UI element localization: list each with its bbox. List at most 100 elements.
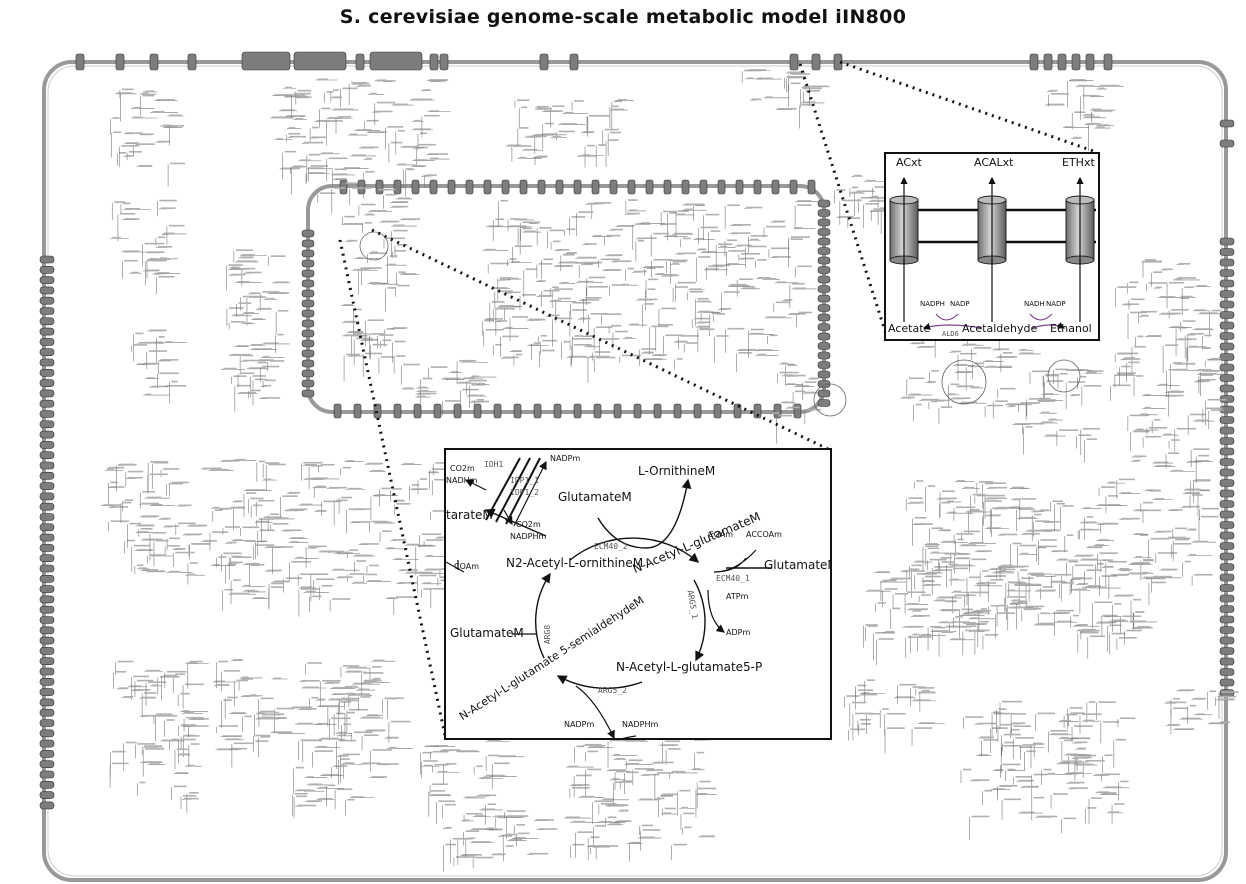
label-acetate: Acetate [888,322,931,335]
transporter-icon [609,179,618,195]
transporter-icon [301,269,315,278]
transporter-icon [653,403,662,419]
transporter-icon [1219,300,1235,309]
transporter-icon [39,410,55,418]
transporter-icon [613,403,622,419]
transporter-icon [115,53,125,71]
transporter-icon [699,179,708,195]
transporter-icon [1219,552,1235,561]
transporter-icon [39,492,55,501]
transporter-icon [1219,290,1235,298]
transporter-icon [1071,53,1081,71]
transporter-icon [1219,258,1235,267]
transporter-icon [1219,119,1235,128]
label-accoam: ACCOAm [746,530,782,539]
transporter-icon [39,585,55,593]
transporter-icon [1043,53,1053,71]
transporter-icon [187,53,197,71]
transporter-icon [39,461,55,470]
transporter-icon [39,327,55,336]
transporter-icon [293,51,347,71]
transporter-icon [1219,626,1235,634]
transporter-icon [817,266,831,274]
transporter-icon [465,179,474,195]
label-coam-right: COAm [708,530,734,539]
transporter-icon [39,523,55,532]
transporter-icon [333,403,342,419]
transporter-icon [817,342,831,350]
transporter-icon [301,299,315,308]
transporter-icon [39,564,55,573]
label-n2-acetyl-ornithine: N2-Acetyl-L-ornithineM [506,556,644,570]
transporter-icon [447,179,456,195]
transporter-icon [483,179,492,195]
transporter-icon [39,286,55,295]
transporter-icon [413,403,422,419]
transporter-icon [513,403,522,419]
label-nadpm-top: NADPm [550,454,581,463]
transporter-icon [39,368,55,377]
label-nadh: NADH [1024,300,1045,308]
label-n-acetyl-glutamate5p: N-Acetyl-L-glutamate5-P [616,660,763,674]
transporter-icon [411,179,420,195]
transporter-icon [1219,248,1235,256]
transporter-icon [1219,426,1235,435]
transporter-icon [773,403,782,419]
transporter-icon [39,636,55,645]
transporter-icon [593,403,602,419]
transporter-icon [1219,374,1235,382]
transporter-icon [573,179,582,195]
transporter-icon [627,179,636,195]
transporter-icon [357,179,366,195]
transporter-icon [817,218,831,227]
transporter-icon [1219,542,1235,550]
transporter-icon [807,179,816,195]
transporter-icon [39,616,55,624]
transporter-icon [1219,321,1235,330]
transporter-icon [1219,363,1235,372]
transporter-icon [453,403,462,419]
label-nadpm-bottom: NADPm [564,720,595,729]
transporter-icon [539,53,549,71]
transporter-icon [39,502,55,511]
label-nadhm: NADHm [446,476,478,485]
transporter-icon [39,780,55,789]
label-idh1: IDH1 [484,460,504,469]
transporter-icon [39,533,55,542]
page-title: S. cerevisiae genome-scale metabolic mod… [339,6,907,28]
transporter-icon [301,359,315,368]
transporter-icon [39,307,55,315]
transporter-icon [369,51,423,71]
transporter-icon [39,698,55,707]
label-ethanol: Ethanol [1050,322,1092,335]
transporter-icon [693,403,702,419]
label-nadp-2: NADP [1046,300,1066,308]
label-glutamate-left: GlutamateM [450,626,524,640]
transporter-icon [753,179,762,195]
transporter-icon [673,403,682,419]
transport-diagram [889,176,1096,330]
transporter-icon [39,430,55,439]
transporter-icon [537,179,546,195]
transporter-icon [375,179,384,195]
transporter-icon [39,729,55,738]
label-idp1-2: IDP1_2 [510,488,539,497]
transporter-icon [39,255,55,264]
transporter-icon [817,285,831,293]
transporter-icon [39,667,55,676]
transporter-icon [811,53,821,71]
transporter-icon [1219,605,1235,613]
label-acetaldehyde: Acetaldehyde [962,322,1038,335]
transporter-icon [1219,531,1235,540]
transporter-icon [681,179,690,195]
transporter-icon [1219,384,1235,393]
transporter-icon [39,554,55,563]
transporter-icon [591,179,600,195]
transporter-icon [519,179,528,195]
transporter-icon [39,739,55,748]
transporter-icon [817,199,831,208]
transporter-icon [39,482,55,490]
transporter-icon [533,403,542,419]
label-ecm40-1: ECM40_1 [716,574,750,583]
transporter-icon [39,276,55,284]
